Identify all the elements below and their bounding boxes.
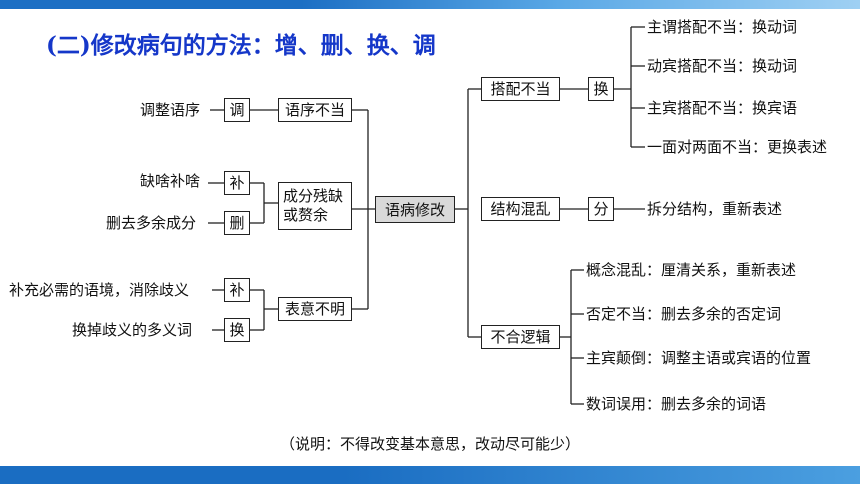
- footnote: （说明：不得改变基本意思，改动尽可能少）: [279, 435, 580, 453]
- incomplete-item-2-box: 删: [224, 211, 250, 235]
- bottom-decorative-band: [0, 466, 860, 484]
- word-order-action-text: 调整语序: [140, 101, 201, 119]
- collocation-node: 搭配不当: [481, 77, 560, 101]
- logic-node: 不合逻辑: [481, 325, 560, 349]
- center-node: 语病修改: [375, 196, 455, 223]
- unclear-item-1-box: 补: [224, 278, 250, 302]
- collocation-item-2: 动宾搭配不当：换动词: [647, 57, 798, 75]
- incomplete-item-1-box: 补: [224, 171, 250, 195]
- collocation-item-4: 一面对两面不当：更换表述: [647, 138, 828, 156]
- unclear-node: 表意不明: [278, 297, 352, 321]
- logic-item-4: 数词误用：删去多余的词语: [586, 395, 767, 413]
- collocation-action-box: 换: [588, 77, 614, 101]
- incomplete-node: 成分残缺或赘余: [278, 182, 352, 230]
- unclear-item-2-box: 换: [224, 318, 250, 342]
- word-order-action-box: 调: [224, 98, 250, 122]
- incomplete-item-1-text: 缺啥补啥: [140, 172, 201, 190]
- collocation-item-3: 主宾搭配不当：换宾语: [647, 99, 798, 117]
- word-order-node: 语序不当: [278, 98, 352, 122]
- structure-action-text: 拆分结构，重新表述: [647, 200, 783, 218]
- logic-item-2: 否定不当：删去多余的否定词: [586, 305, 782, 323]
- logic-item-3: 主宾颠倒：调整主语或宾语的位置: [586, 349, 812, 367]
- collocation-item-1: 主谓搭配不当：换动词: [647, 18, 798, 36]
- top-decorative-band: [0, 0, 860, 9]
- structure-action-box: 分: [588, 197, 614, 221]
- logic-item-1: 概念混乱：厘清关系，重新表述: [586, 261, 797, 279]
- structure-node: 结构混乱: [481, 197, 560, 221]
- unclear-item-2-text: 换掉歧义的多义词: [72, 321, 193, 339]
- incomplete-item-2-text: 删去多余成分: [106, 214, 197, 232]
- page-title: (二)修改病句的方法：增、删、换、调: [46, 32, 436, 59]
- unclear-item-1-text: 补充必需的语境，消除歧义: [9, 281, 190, 299]
